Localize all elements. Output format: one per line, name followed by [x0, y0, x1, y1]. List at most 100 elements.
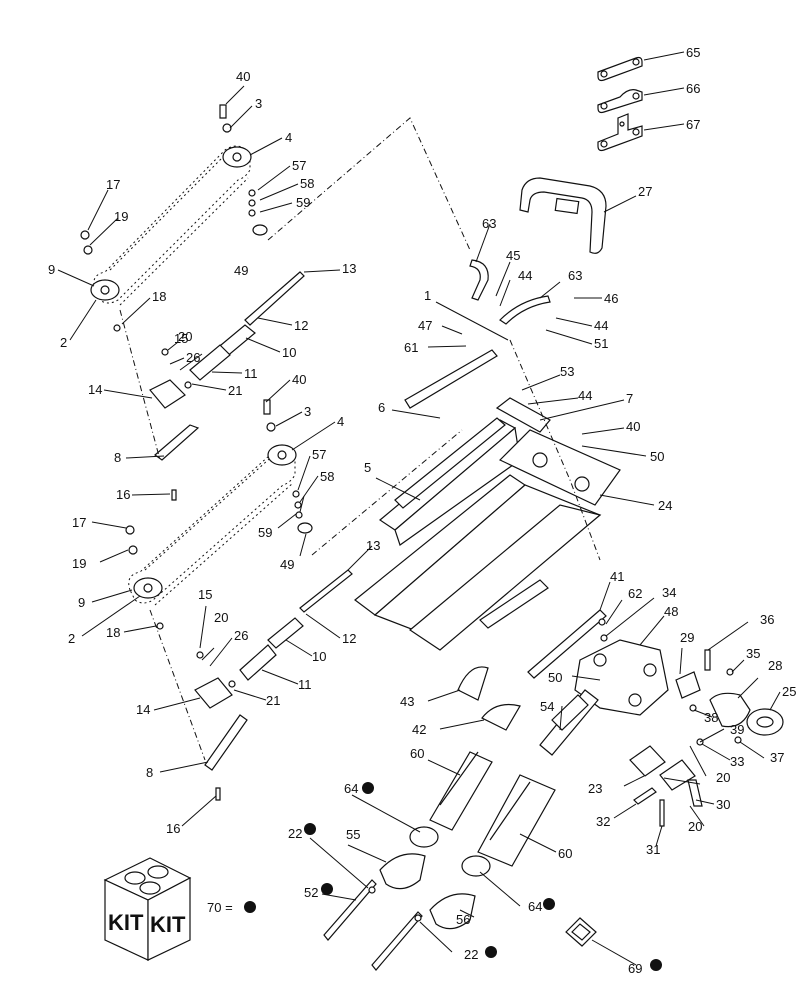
callout-59-lower: 59 [258, 525, 272, 540]
callout-38: 38 [704, 710, 718, 725]
callout-26-lower: 26 [234, 628, 248, 643]
handle-27 [519, 177, 607, 254]
kit-marker-52 [321, 883, 333, 895]
callout-23: 23 [588, 781, 602, 796]
callout-8-lower: 8 [146, 765, 153, 780]
callout-31: 31 [646, 842, 660, 857]
center-line-a [267, 117, 471, 251]
callout-44-b: 44 [594, 318, 608, 333]
callout-25: 25 [782, 684, 796, 699]
callout-19-lower: 19 [72, 556, 86, 571]
callout-18-upper: 18 [152, 289, 166, 304]
callout-46: 46 [604, 291, 618, 306]
callout-33: 33 [730, 754, 744, 769]
callout-15-lower: 15 [198, 587, 212, 602]
kit-legend-marker [244, 901, 256, 913]
callout-34: 34 [662, 585, 676, 600]
callout-4-upper: 4 [285, 130, 292, 145]
lower-belt-assembly [125, 399, 353, 801]
callout-21-lower: 21 [266, 693, 280, 708]
callout-4-lower: 4 [337, 414, 344, 429]
callout-2-lower: 2 [68, 631, 75, 646]
kit-marker-22-lower [485, 946, 497, 958]
callout-3-lower: 3 [304, 404, 311, 419]
callout-60-left: 60 [410, 746, 424, 761]
callout-22-lower: 22 [464, 947, 478, 962]
callout-28: 28 [768, 658, 782, 673]
callout-40-upper: 40 [236, 69, 250, 84]
callout-16-lower: 16 [166, 821, 180, 836]
callout-21-upper: 21 [228, 383, 242, 398]
callout-1: 1 [424, 288, 431, 303]
callout-36: 36 [760, 612, 774, 627]
callout-51: 51 [594, 336, 608, 351]
callout-53: 53 [560, 364, 574, 379]
callout-67: 67 [686, 117, 700, 132]
callout-48: 48 [664, 604, 678, 619]
callout-22-upper: 22 [288, 826, 302, 841]
callout-37: 37 [770, 750, 784, 765]
callout-13-lower: 13 [366, 538, 380, 553]
callout-19-upper: 19 [114, 209, 128, 224]
callout-10-lower: 10 [312, 649, 326, 664]
callout-44-a: 44 [518, 268, 532, 283]
callout-66: 66 [686, 81, 700, 96]
callout-10-upper: 10 [282, 345, 296, 360]
callout-12-lower: 12 [342, 631, 356, 646]
callout-57-lower: 57 [312, 447, 326, 462]
callout-14-upper: 14 [88, 382, 102, 397]
kit-marker-69 [650, 959, 662, 971]
callout-30: 30 [716, 797, 730, 812]
callout-17-lower: 17 [72, 515, 86, 530]
callout-6: 6 [378, 400, 385, 415]
center-line-d [149, 609, 206, 761]
link-66 [597, 89, 643, 114]
callout-57-upper: 57 [292, 158, 306, 173]
callout-42: 42 [412, 722, 426, 737]
callout-2-upper: 2 [60, 335, 67, 350]
callout-29: 29 [680, 630, 694, 645]
upper-belt-assembly [80, 104, 305, 501]
callout-50-top: 50 [650, 449, 664, 464]
callout-27: 27 [638, 184, 652, 199]
callout-52: 52 [304, 885, 318, 900]
callout-39: 39 [730, 722, 744, 737]
callout-62: 62 [628, 586, 642, 601]
kit-word-left: KIT [108, 910, 144, 935]
kit-markers [304, 782, 662, 971]
callout-64-lower: 64 [528, 899, 542, 914]
bracket-63-right [499, 295, 551, 325]
callout-20-right: 20 [716, 770, 730, 785]
callout-59-upper: 59 [296, 195, 310, 210]
callout-32: 32 [596, 814, 610, 829]
callout-3-upper: 3 [255, 96, 262, 111]
link-67 [597, 113, 643, 152]
callout-18-lower: 18 [106, 625, 120, 640]
callout-labels: 65 66 67 27 40 3 4 57 58 59 49 17 19 9 2… [48, 45, 796, 976]
callout-9-lower: 9 [78, 595, 85, 610]
callout-65: 65 [686, 45, 700, 60]
gearbox-assembly [457, 618, 784, 827]
callout-9-upper: 9 [48, 262, 55, 277]
bracket-63-left [469, 259, 489, 301]
callout-60-right: 60 [558, 846, 572, 861]
callout-43: 43 [400, 694, 414, 709]
callout-55: 55 [346, 827, 360, 842]
callout-20-lower: 20 [214, 610, 228, 625]
callout-49-upper: 49 [234, 263, 248, 278]
callout-40-lower: 40 [292, 372, 306, 387]
callout-61: 61 [404, 340, 418, 355]
callout-40-frame: 40 [626, 419, 640, 434]
callout-41: 41 [610, 569, 624, 584]
frame-assembly [354, 349, 621, 679]
callout-7: 7 [626, 391, 633, 406]
callout-11-lower: 11 [298, 677, 312, 692]
callout-63-right: 63 [568, 268, 582, 283]
callout-56: 56 [456, 912, 470, 927]
callout-8-upper: 8 [114, 450, 121, 465]
callout-44-c: 44 [578, 388, 592, 403]
callout-63-top: 63 [482, 216, 496, 231]
shaft-tubes [323, 751, 597, 971]
